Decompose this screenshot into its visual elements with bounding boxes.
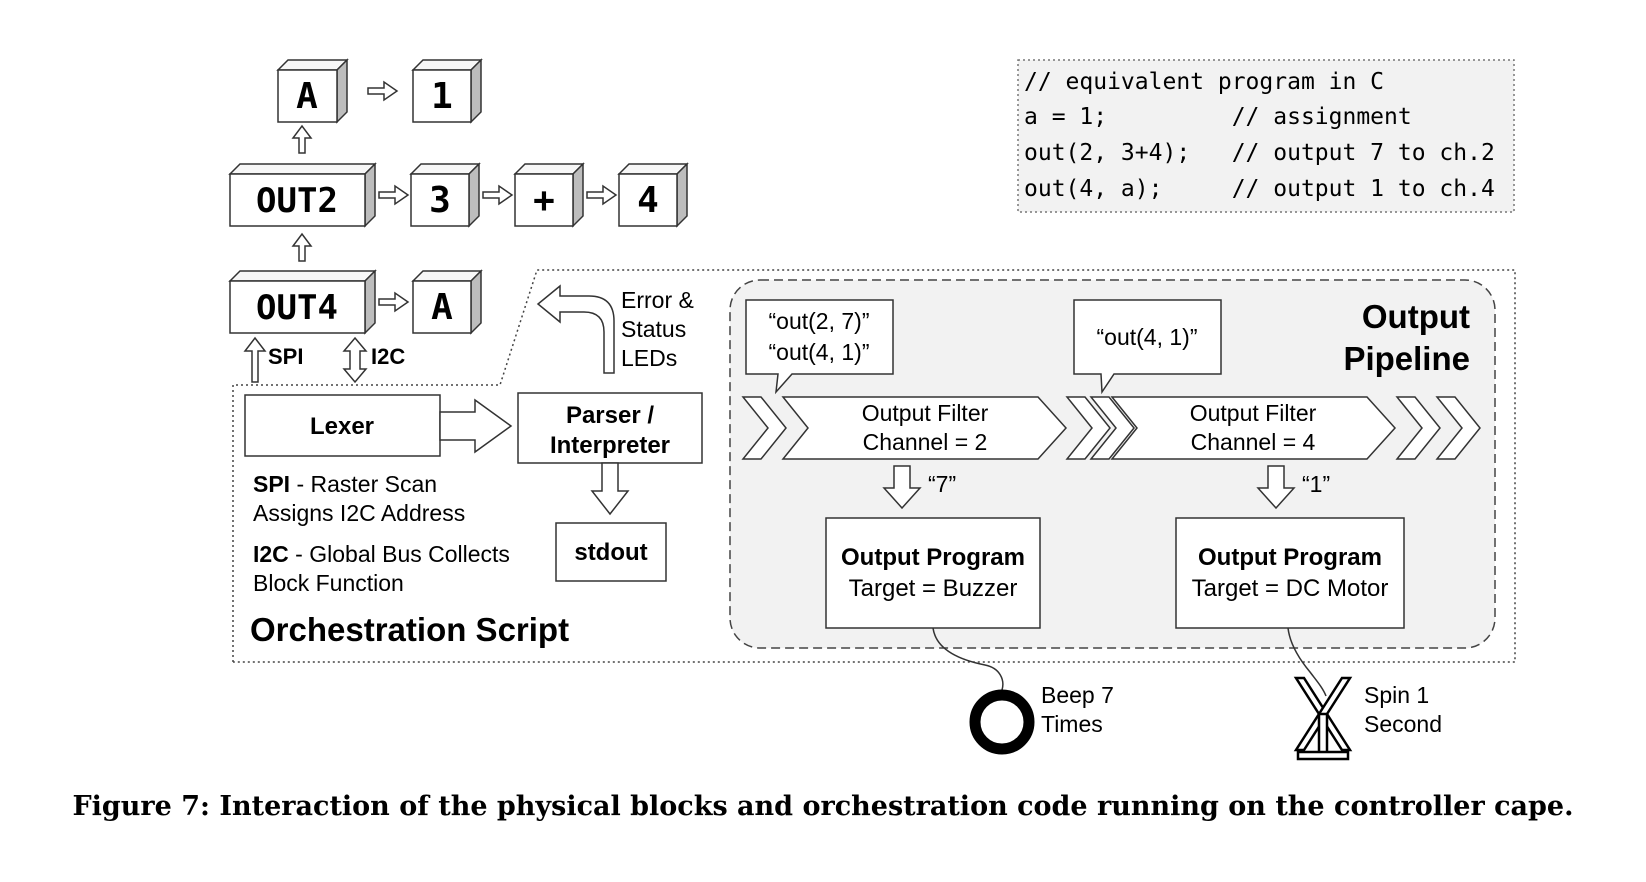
- chevron-left-1-icon: [741, 396, 787, 460]
- parser-interpreter-box: Parser / Interpreter: [517, 392, 703, 464]
- arrow-out4-to-a-icon: [378, 291, 410, 313]
- block-four-label: 4: [637, 180, 659, 221]
- block-a-bottom-label: A: [431, 287, 453, 328]
- speech-bubble-1: “out(2, 7)” “out(4, 1)”: [745, 299, 894, 395]
- filter-1-down-arrow-icon: [882, 465, 922, 510]
- program-1-title: Output Program: [841, 544, 1025, 571]
- arrow-out2-up-icon: [291, 124, 313, 154]
- block-a-bottom: A: [411, 269, 483, 335]
- spi-arrow-icon: [243, 336, 267, 383]
- code-line-3: out(2, 3+4); // output 7 to ch.2: [1024, 140, 1495, 166]
- chevron-right-2-icon: [1435, 396, 1481, 460]
- leds-label-line-2: Status: [621, 316, 686, 342]
- lexer-label: Lexer: [310, 413, 374, 440]
- buzzer-label-line-2: Times: [1041, 711, 1103, 737]
- figure-caption: Figure 7: Interaction of the physical bl…: [72, 791, 1573, 822]
- output-filter-1: Output Filter Channel = 2: [781, 396, 1068, 460]
- code-box: // equivalent program in C a = 1; // ass…: [1017, 59, 1515, 213]
- block-out4: OUT4: [228, 269, 377, 335]
- bubble-1-line-1: “out(2, 7)”: [769, 308, 870, 334]
- spi-description-line-1: SPI - Raster Scan: [253, 471, 437, 497]
- code-line-2: a = 1; // assignment: [1024, 104, 1412, 130]
- i2c-description-bold: I2C: [253, 541, 289, 567]
- parser-to-leds-arrow-icon: [536, 284, 615, 374]
- chevron-mid-2-icon: [1089, 396, 1135, 460]
- output-program-1-box: Output Program Target = Buzzer: [825, 517, 1041, 629]
- chevron-mid-1-icon: [1065, 396, 1111, 460]
- stdout-label: stdout: [574, 539, 647, 566]
- block-plus-label: +: [533, 180, 555, 221]
- motor-label-line-2: Second: [1364, 711, 1442, 737]
- block-a-top-label: A: [296, 76, 318, 117]
- parser-to-stdout-arrow-icon: [590, 462, 630, 516]
- filter-2-down-arrow-icon: [1256, 465, 1296, 510]
- block-one: 1: [411, 58, 483, 124]
- devices: Beep 7 Times Spin 1 Second: [932, 627, 1442, 761]
- bubble-1-line-2: “out(4, 1)”: [769, 339, 870, 365]
- value-2-label: “1”: [1302, 471, 1330, 497]
- pipeline-title-line-1: Output: [1362, 298, 1470, 335]
- output-program-2-box: Output Program Target = DC Motor: [1175, 517, 1405, 629]
- buzzer-label-line-1: Beep 7: [1041, 682, 1114, 708]
- program-2-title: Output Program: [1198, 544, 1382, 571]
- filter-1-line-2: Channel = 2: [863, 429, 988, 455]
- block-out2: OUT2: [228, 162, 377, 228]
- lexer-to-parser-arrow-icon: [439, 398, 513, 454]
- block-three: 3: [409, 162, 481, 228]
- block-plus: +: [513, 162, 585, 228]
- arrow-3-to-plus-icon: [482, 184, 514, 206]
- code-line-4: out(4, a); // output 1 to ch.4: [1024, 176, 1495, 202]
- program-2-target: Target = DC Motor: [1192, 575, 1389, 602]
- speech-bubble-2: “out(4, 1)”: [1073, 299, 1222, 395]
- arrow-plus-to-4-icon: [586, 184, 618, 206]
- buzzer-wire: [932, 627, 1004, 691]
- i2c-arrow-icon: [342, 336, 368, 384]
- spi-label: SPI: [268, 344, 303, 369]
- block-three-label: 3: [429, 180, 451, 221]
- physical-blocks: A 1 OUT2 3 +: [228, 58, 689, 384]
- arrow-out2-to-3-icon: [378, 184, 410, 206]
- lexer-box: Lexer: [244, 394, 441, 457]
- arrow-a-to-1-icon: [367, 80, 399, 102]
- i2c-description-line-2: Block Function: [253, 570, 404, 596]
- code-line-1: // equivalent program in C: [1024, 69, 1384, 95]
- value-1-label: “7”: [928, 471, 956, 497]
- filter-1-line-1: Output Filter: [862, 400, 989, 426]
- output-pipeline-region: Output Pipeline “out(2, 7)” “out(4, 1)” …: [729, 279, 1496, 649]
- block-a-top: A: [276, 58, 349, 124]
- block-one-label: 1: [431, 76, 453, 117]
- block-connector-arrows: [243, 80, 618, 384]
- leds-label-line-3: LEDs: [621, 345, 677, 371]
- spi-description-bold: SPI: [253, 471, 290, 497]
- parser-label-line-1: Parser /: [566, 402, 654, 429]
- parser-label-line-2: Interpreter: [550, 432, 670, 459]
- buzzer-icon: [969, 689, 1035, 755]
- stdout-box: stdout: [555, 522, 667, 582]
- i2c-description-rest: - Global Bus Collects: [289, 541, 510, 567]
- block-out4-label: OUT4: [256, 288, 338, 328]
- output-filter-2: Output Filter Channel = 4: [1110, 396, 1397, 460]
- block-out2-label: OUT2: [256, 181, 338, 221]
- spi-description-rest: - Raster Scan: [290, 471, 437, 497]
- pipeline-chevrons: [741, 396, 1481, 460]
- program-1-target: Target = Buzzer: [849, 575, 1018, 602]
- leds-label-line-1: Error &: [621, 287, 694, 313]
- filter-2-line-2: Channel = 4: [1191, 429, 1316, 455]
- i2c-label: I2C: [371, 344, 405, 369]
- orchestration-script-region: Lexer Parser / Interpreter Error & Statu…: [232, 269, 1516, 663]
- orchestration-title: Orchestration Script: [250, 611, 569, 648]
- motor-wire: [1287, 627, 1327, 697]
- spi-description-line-2: Assigns I2C Address: [253, 500, 465, 526]
- bubble-2-line-1: “out(4, 1)”: [1097, 324, 1198, 350]
- motor-label-line-1: Spin 1: [1364, 682, 1429, 708]
- block-four: 4: [617, 162, 689, 228]
- chevron-right-1-icon: [1395, 396, 1441, 460]
- filter-2-line-1: Output Filter: [1190, 400, 1317, 426]
- arrow-out4-up-icon: [291, 232, 313, 262]
- i2c-description-line-1: I2C - Global Bus Collects: [253, 541, 510, 567]
- motor-icon: [1293, 676, 1353, 761]
- pipeline-title-line-2: Pipeline: [1343, 340, 1470, 377]
